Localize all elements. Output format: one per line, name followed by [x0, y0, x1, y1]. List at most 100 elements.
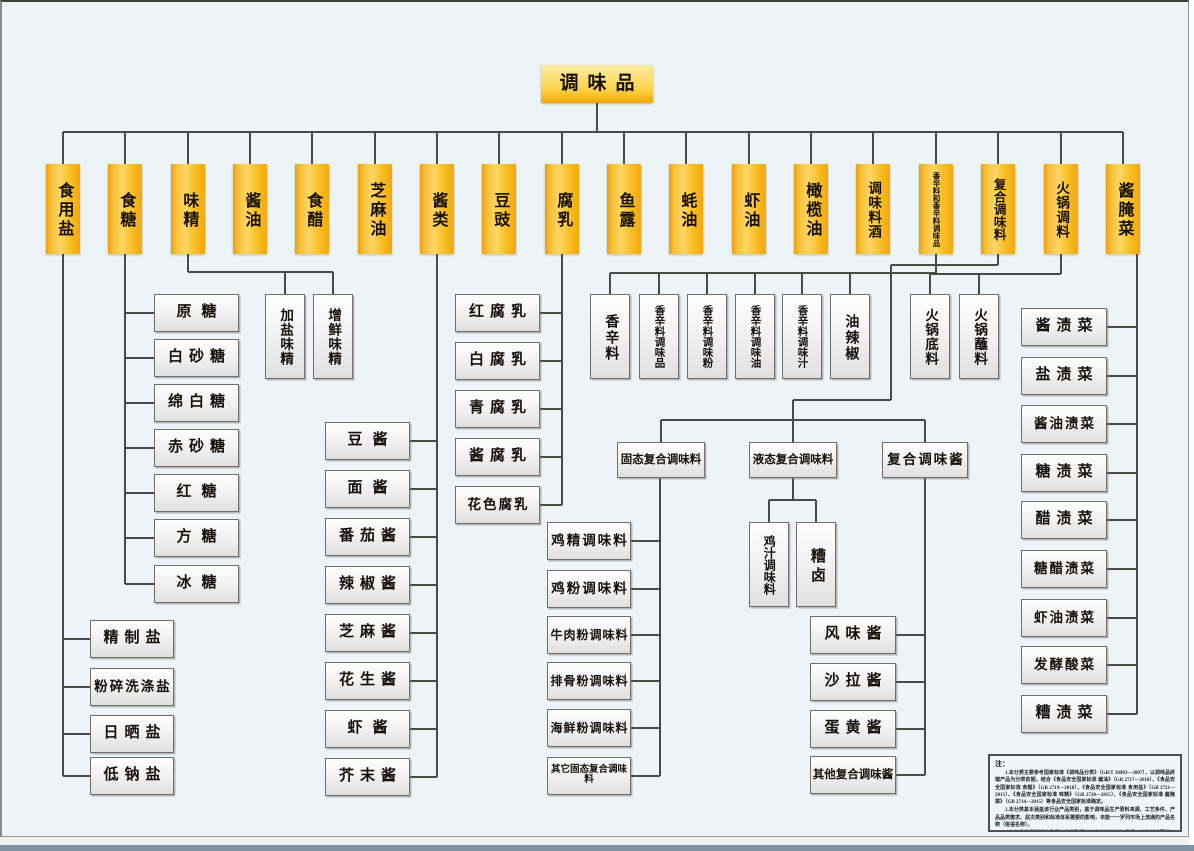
- item-sugar-6: 冰糖: [154, 565, 239, 603]
- connector-line: [63, 775, 90, 777]
- item-msg-0: 加盐味精: [265, 294, 305, 379]
- category-fish-sauce: 鱼露: [607, 164, 641, 254]
- connector-line: [63, 131, 1123, 133]
- item-compound-solid-5: 其它固态复合调味料: [547, 757, 631, 795]
- connector-line: [311, 132, 313, 164]
- category-vinegar: 食醋: [295, 164, 329, 254]
- connector-line: [596, 103, 598, 132]
- item-compound-solid-1: 鸡粉调味料: [547, 570, 631, 608]
- item-pickles-5: 糖醋渍菜: [1021, 550, 1107, 588]
- item-pickles-1: 盐渍菜: [1021, 357, 1107, 395]
- connector-line: [849, 273, 851, 294]
- connector-line: [540, 312, 562, 314]
- item-hotpot-0: 火锅底料: [910, 294, 950, 379]
- connector-line: [815, 500, 817, 522]
- connector-line: [498, 132, 500, 164]
- connector-line: [891, 264, 998, 266]
- connector-line: [810, 132, 812, 164]
- connector-line: [748, 132, 750, 164]
- connector-line: [410, 536, 437, 538]
- connector-line: [793, 399, 891, 401]
- item-compound-solid-4: 海鲜粉调味料: [547, 709, 631, 747]
- connector-line: [1060, 132, 1062, 164]
- connector-line: [685, 132, 687, 164]
- note-paragraph: 2.本分类基本涵盖该行业产品类别，基于调味品生产原料来源、工艺条件、产品品类需求…: [995, 808, 1176, 828]
- connector-line: [660, 420, 662, 442]
- item-edible-salt-3: 低钠盐: [90, 757, 174, 795]
- item-compound-sauce-0: 风味酱: [810, 616, 896, 654]
- note-box: 注： 1.本分类主要参考国家标准《调味品分类》（GB/T 20903—2007）…: [988, 754, 1182, 832]
- connector-line: [631, 588, 660, 590]
- item-spices-5: 油辣椒: [830, 294, 870, 379]
- item-fermented-tofu-3: 酱腐乳: [455, 438, 540, 476]
- category-sugar: 食糖: [108, 164, 142, 254]
- connector-line: [924, 420, 926, 442]
- connector-line: [410, 584, 437, 586]
- connector-line: [63, 638, 90, 640]
- item-fermented-tofu-1: 白腐乳: [455, 342, 540, 380]
- category-compound: 复合调味料: [981, 164, 1015, 254]
- connector-line: [540, 456, 562, 458]
- category-douchi: 豆豉: [482, 164, 516, 254]
- category-edible-salt: 食用盐: [46, 164, 80, 254]
- item-compound-solid-0: 鸡精调味料: [547, 522, 631, 560]
- connector-line: [610, 272, 936, 274]
- connector-line: [997, 132, 999, 164]
- item-spices-0: 香辛料: [590, 294, 630, 379]
- connector-line: [410, 440, 437, 442]
- connector-line: [659, 478, 661, 776]
- item-sugar-3: 赤砂糖: [154, 429, 239, 467]
- category-sesame-oil: 芝麻油: [358, 164, 392, 254]
- item-compound-liquid-0: 鸡汁调味料: [749, 522, 789, 607]
- connector-line: [896, 681, 925, 683]
- item-msg-1: 增鲜味精: [313, 294, 353, 379]
- connector-line: [125, 357, 154, 359]
- connector-line: [284, 272, 286, 294]
- connector-line: [410, 488, 437, 490]
- connector-line: [631, 680, 660, 682]
- connector-line: [1107, 519, 1137, 521]
- connector-line: [924, 478, 926, 775]
- connector-line: [62, 254, 64, 776]
- item-compound-sauce-2: 蛋黄酱: [810, 710, 896, 748]
- connector-line: [1107, 617, 1137, 619]
- connector-line: [792, 420, 794, 442]
- connector-line: [792, 400, 794, 420]
- item-compound-liquid-1: 糟卤: [796, 522, 836, 607]
- category-hotpot: 火锅调料: [1044, 164, 1078, 254]
- connector-line: [896, 728, 925, 730]
- connector-line: [124, 254, 126, 584]
- subgroup-compound-2: 复合调味酱: [882, 442, 968, 478]
- connector-line: [436, 254, 438, 777]
- item-edible-salt-2: 日晒盐: [90, 715, 174, 753]
- page-bottom-strip: [0, 845, 1194, 851]
- category-cooking-wine: 调味料酒: [856, 164, 890, 254]
- connector-line: [1107, 713, 1137, 715]
- item-spices-4: 香辛料调味汁: [782, 294, 822, 379]
- connector-line: [706, 273, 708, 294]
- note-paragraph: 1.本分类主要参考国家标准《调味品分类》（GB/T 20903—2007），以调…: [995, 771, 1175, 805]
- connector-line: [125, 447, 154, 449]
- condiment-classification-chart: 注： 1.本分类主要参考国家标准《调味品分类》（GB/T 20903—2007）…: [0, 0, 1189, 837]
- category-spices: 香辛料和香辛料调味品: [919, 164, 953, 254]
- note-heading: 注：: [995, 760, 1009, 768]
- item-compound-sauce-1: 沙拉酱: [810, 663, 896, 701]
- item-paste-0: 豆酱: [325, 422, 410, 460]
- connector-line: [410, 680, 437, 682]
- connector-line: [540, 360, 562, 362]
- connector-line: [754, 273, 756, 294]
- connector-line: [997, 254, 999, 265]
- connector-line: [631, 727, 660, 729]
- connector-line: [540, 504, 562, 506]
- item-compound-sauce-3: 其他复合调味酱: [810, 756, 896, 794]
- connector-line: [561, 254, 563, 505]
- connector-line: [1107, 568, 1137, 570]
- item-pickles-0: 酱渍菜: [1021, 308, 1107, 346]
- item-edible-salt-1: 粉碎洗涤盐: [90, 668, 174, 706]
- connector-line: [930, 273, 1061, 275]
- item-pickles-7: 发酵酸菜: [1021, 646, 1107, 684]
- connector-line: [187, 254, 189, 272]
- connector-line: [188, 271, 333, 273]
- item-spices-2: 香辛料调味粉: [687, 294, 727, 379]
- connector-line: [1107, 472, 1137, 474]
